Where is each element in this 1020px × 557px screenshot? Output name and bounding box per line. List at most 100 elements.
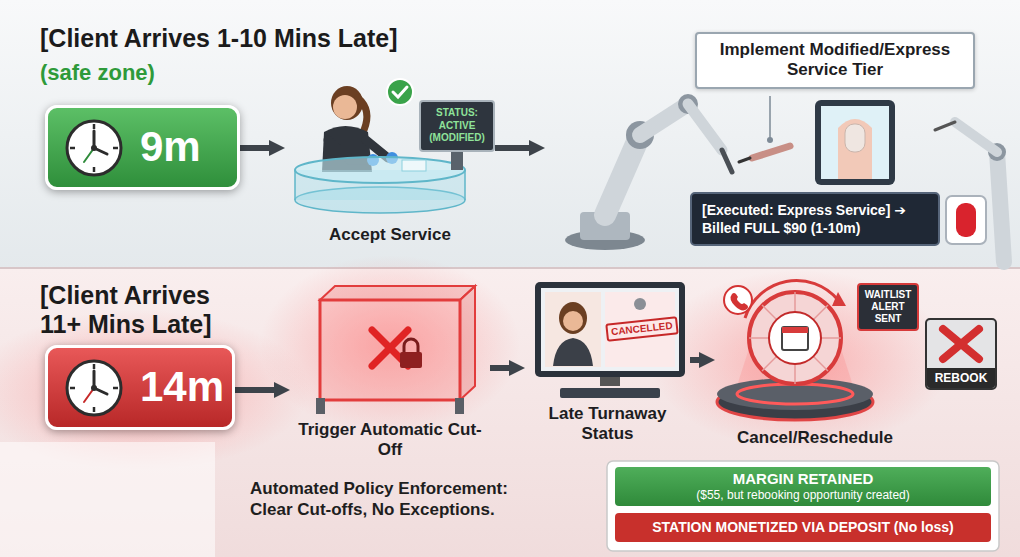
barrier-top <box>320 286 475 300</box>
billing-result: [Executed: Express Service] ➔ Billed FUL… <box>690 192 940 246</box>
clock-tick <box>93 364 96 369</box>
lock-shackle <box>404 339 418 352</box>
node-text: STATUS: ACTIVE (MODIFIED) <box>424 107 490 145</box>
check-mark <box>393 87 407 97</box>
glass-edge <box>294 170 296 200</box>
robot-arm <box>935 122 1006 262</box>
waitlist-alert: WAITLIST ALERT SENT <box>857 283 919 331</box>
robot-tool <box>935 122 955 130</box>
barrier-front <box>320 300 460 400</box>
status-monitor: STATUS: ACTIVE (MODIFIED) <box>419 100 495 152</box>
status-panel <box>605 292 675 367</box>
clock-icon <box>62 356 126 420</box>
time-badge: 14m <box>45 345 235 430</box>
cycle-arrow-head <box>832 292 846 306</box>
reception-desk <box>0 442 215 557</box>
node-text: CANCELLED <box>611 320 674 338</box>
turnaway-monitor <box>535 282 685 398</box>
monitor-frame <box>535 282 685 377</box>
express-service-robot: Implement Modified/Express Service Tier [… <box>545 10 1010 260</box>
barrier-post <box>455 398 464 414</box>
leader-line <box>769 96 771 138</box>
finger <box>838 119 872 179</box>
avatar-face <box>563 311 583 331</box>
flow-arrow <box>235 387 274 393</box>
person-icon <box>634 298 646 310</box>
avatar-shoulders <box>553 338 593 366</box>
clock-tick <box>93 124 96 129</box>
glass-top <box>295 157 465 183</box>
barrier-post <box>316 398 325 414</box>
band-divider <box>0 267 1020 269</box>
face <box>333 95 357 119</box>
node-text: ($55, but rebooking opportunity created) <box>623 488 983 503</box>
flow-arrow <box>490 365 509 371</box>
top-band <box>0 0 1020 268</box>
node-text: Late Turnaway Status <box>525 404 690 445</box>
avatar-hair <box>559 302 587 334</box>
check-badge <box>387 79 413 105</box>
robot-segment <box>997 152 1004 262</box>
lock-body <box>400 352 422 368</box>
node-text: Accept Service <box>285 225 495 245</box>
glass-block <box>402 160 426 171</box>
clock-icon <box>62 116 126 180</box>
node-text: 14m <box>140 364 224 410</box>
polish-swatch <box>946 196 986 244</box>
cross-stroke <box>943 329 979 359</box>
nail-drill <box>752 146 790 158</box>
flow-arrow <box>495 145 529 151</box>
clock-tick <box>113 147 118 150</box>
section-heading: [Client Arrives 11+ Mins Late] <box>40 281 245 339</box>
reschedule-platform <box>717 280 873 420</box>
clock-tick <box>93 167 96 172</box>
wheel-spoke <box>762 305 828 371</box>
clock-face <box>67 121 121 175</box>
cycle-arrow <box>745 280 838 318</box>
red-glow <box>260 255 520 435</box>
clock-pin <box>91 385 97 391</box>
nail <box>845 124 865 152</box>
result-panel <box>607 461 999 551</box>
tablet-screen <box>821 106 889 179</box>
time-badge: 9m <box>45 105 240 190</box>
node-text: REBOOK <box>927 368 995 388</box>
phone-icon <box>731 293 748 310</box>
monitor-stand <box>451 150 463 170</box>
cross-stroke <box>943 329 979 359</box>
cross-icon <box>937 324 985 364</box>
cutoff-barrier: Trigger Automatic Cut-Off <box>290 280 490 461</box>
monitor-screen <box>541 288 679 371</box>
section-heading: [Client Arrives 1-10 Mins Late] <box>40 24 398 53</box>
clock-pin <box>91 145 97 151</box>
robot-tool <box>722 150 732 172</box>
accept-station: Accept Service STATUS: ACTIVE (MODIFIED) <box>285 75 495 245</box>
rebook-card: REBOOK <box>925 318 997 390</box>
node-text: Trigger Automatic Cut-Off <box>290 420 490 461</box>
monitor-stand <box>600 377 620 386</box>
clock-tick <box>93 407 96 412</box>
reschedule-platform: Cancel/RescheduleWAITLIST ALERT SENT <box>715 278 915 448</box>
phone-badge <box>724 286 752 314</box>
node-text: MARGIN RETAINED <box>623 470 983 488</box>
robot-segment <box>688 104 722 150</box>
drill-bit <box>739 158 750 162</box>
deposit-panel: STATION MONETIZED VIA DEPOSIT (No loss) <box>615 513 991 542</box>
glass-station <box>295 157 465 213</box>
red-glow <box>650 270 950 450</box>
keyboard <box>560 388 660 398</box>
calendar-header <box>782 327 808 333</box>
wheel-hub <box>769 312 821 364</box>
wheel-spoke <box>762 305 828 371</box>
glass-edge <box>464 170 466 200</box>
calendar-icon <box>782 327 808 350</box>
polish-nail <box>956 203 976 237</box>
clock-face <box>67 361 121 415</box>
node-text: Implement Modified/Express Service Tier <box>695 32 975 89</box>
clock-tick <box>70 387 75 390</box>
clock-tick <box>70 147 75 150</box>
leader-dot <box>767 137 773 143</box>
avatar-panel <box>545 292 601 367</box>
cutoff-barrier-art <box>316 286 475 414</box>
